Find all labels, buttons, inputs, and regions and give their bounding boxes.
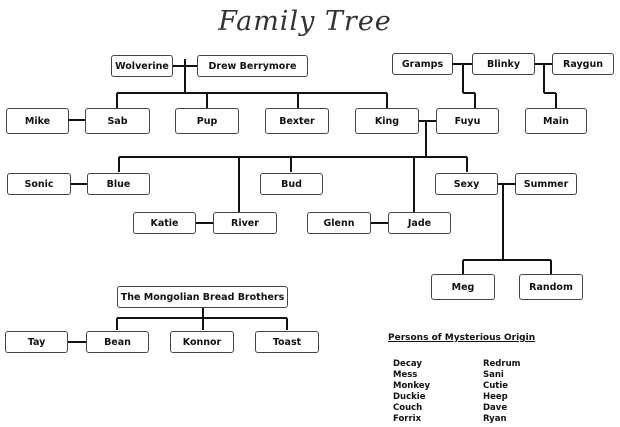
person-node-pup[interactable]: Pup (175, 108, 239, 134)
person-node-mike[interactable]: Mike (6, 108, 69, 134)
mysterious-name: Dave (483, 403, 508, 413)
mysterious-name: Forrix (393, 414, 422, 424)
person-node-bean[interactable]: Bean (86, 331, 149, 353)
person-node-blinky[interactable]: Blinky (472, 53, 535, 75)
group-node-mongolian-bread-brothers[interactable]: The Mongolian Bread Brothers (117, 286, 288, 308)
person-node-konnor[interactable]: Konnor (170, 331, 234, 353)
mysterious-list-left: Decay Mess Monkey Duckie Couch Forrix (393, 359, 430, 425)
mysterious-name: Mess (393, 370, 418, 380)
person-node-meg[interactable]: Meg (431, 274, 495, 300)
person-node-random[interactable]: Random (519, 274, 583, 300)
person-node-summer[interactable]: Summer (515, 173, 577, 195)
person-node-bexter[interactable]: Bexter (265, 108, 329, 134)
person-node-king[interactable]: King (355, 108, 419, 134)
person-node-bud[interactable]: Bud (260, 173, 323, 195)
person-node-toast[interactable]: Toast (255, 331, 319, 353)
person-node-fuyu[interactable]: Fuyu (436, 108, 499, 134)
person-node-glenn[interactable]: Glenn (307, 212, 371, 234)
mysterious-name: Heep (483, 392, 508, 402)
person-node-katie[interactable]: Katie (133, 212, 196, 234)
person-node-jade[interactable]: Jade (388, 212, 451, 234)
person-node-gramps[interactable]: Gramps (392, 53, 453, 75)
mysterious-list-right: Redrum Sani Cutie Heep Dave Ryan (483, 359, 521, 425)
person-node-sexy[interactable]: Sexy (435, 173, 498, 195)
mysterious-origin-heading: Persons of Mysterious Origin (388, 333, 536, 343)
person-node-main[interactable]: Main (525, 108, 587, 134)
mysterious-name: Decay (393, 359, 422, 369)
person-node-blue[interactable]: Blue (87, 173, 150, 195)
person-node-wolverine[interactable]: Wolverine (111, 55, 173, 77)
person-node-tay[interactable]: Tay (5, 331, 68, 353)
mysterious-name: Monkey (393, 381, 431, 391)
person-node-drew-berrymore[interactable]: Drew Berrymore (197, 55, 308, 77)
mysterious-name: Cutie (483, 381, 509, 391)
person-node-sonic[interactable]: Sonic (7, 173, 71, 195)
mysterious-name: Redrum (483, 359, 521, 369)
mysterious-name: Couch (393, 403, 423, 413)
mysterious-name: Sani (483, 370, 504, 380)
page-title: Family Tree (218, 6, 392, 37)
person-node-river[interactable]: River (213, 212, 277, 234)
person-node-sab[interactable]: Sab (85, 108, 150, 134)
mysterious-name: Duckie (393, 392, 426, 402)
person-node-raygun[interactable]: Raygun (552, 53, 614, 75)
mysterious-name: Ryan (483, 414, 507, 424)
